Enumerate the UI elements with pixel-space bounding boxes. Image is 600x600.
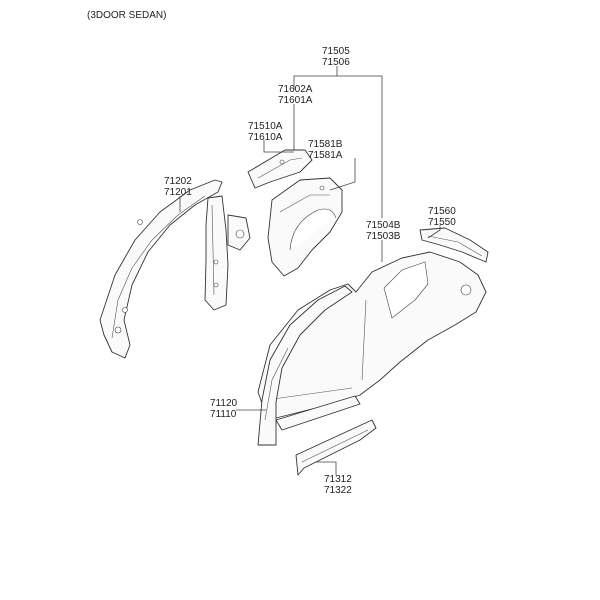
label-71601a: 71601A <box>278 95 313 106</box>
label-71322: 71322 <box>324 485 352 496</box>
label-71581a: 71581A <box>308 150 343 161</box>
label-71503b: 71503B <box>366 231 401 242</box>
label-71581b: 71581B <box>308 139 343 150</box>
part-labels: 71505 71506 71602A 71601A 71510A 71610A … <box>164 46 456 496</box>
part-quarter-extension <box>419 227 489 263</box>
label-71560: 71560 <box>428 206 456 217</box>
diagram-title: (3DOOR SEDAN) <box>87 10 166 21</box>
part-front-pillar <box>257 285 361 446</box>
label-71610a: 71610A <box>248 132 283 143</box>
label-71506: 71506 <box>322 57 350 68</box>
label-71312: 71312 <box>324 474 352 485</box>
label-71505: 71505 <box>322 46 350 57</box>
label-71602a: 71602A <box>278 84 313 95</box>
label-71110: 71110 <box>210 409 237 420</box>
part-rear-wheel-house <box>267 177 343 277</box>
label-71201: 71201 <box>164 187 192 198</box>
part-side-outer-panel <box>257 251 487 421</box>
label-71202: 71202 <box>164 176 192 187</box>
part-a-pillar-inner <box>99 179 223 359</box>
label-71120: 71120 <box>210 398 238 409</box>
label-71510a: 71510A <box>248 121 283 132</box>
part-side-sill <box>295 419 377 476</box>
label-71550: 71550 <box>428 217 456 228</box>
part-b-pillar-inner <box>204 195 251 311</box>
part-quarter-inner-upper <box>247 149 313 189</box>
leader-lines <box>179 66 441 475</box>
label-71504b: 71504B <box>366 220 401 231</box>
